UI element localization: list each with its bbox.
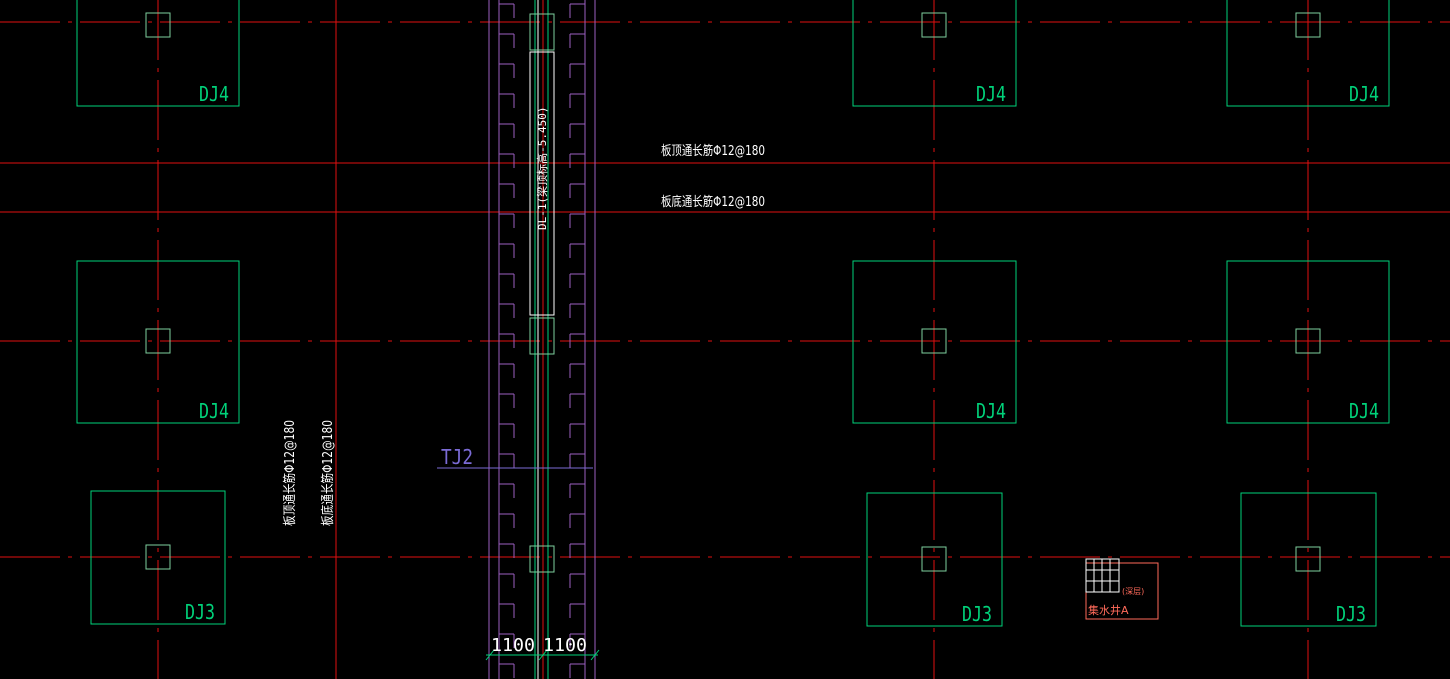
column-outline [1295,328,1321,354]
sump-pit-a[interactable]: (深层) 集水井A [1085,558,1159,620]
column-outline [921,12,947,38]
dimension-group: 1100 1100 [485,635,600,661]
foundation-outline [76,0,240,107]
foundation-outline [852,0,1017,107]
foundation-outline [1226,260,1390,424]
strip-foundation-label: TJ2 [441,445,473,469]
foundation-label: DJ4 [199,82,229,106]
beam-column-mid [529,317,555,355]
strip-rebar-ticks [499,3,585,678]
foundation-label: DJ3 [962,602,992,626]
foundation-outline [866,492,1003,627]
foundation-dj4[interactable]: DJ4 [852,0,1017,107]
dimension-left: 1100 [491,635,535,656]
sump-label: 集水井A [1088,603,1129,617]
beam-column-bottom [529,545,555,573]
rebar-top-vertical-label: 板顶通长筋Φ12@180 [282,420,298,526]
rebar-top-horizontal-label: 板顶通长筋Φ12@180 [661,143,765,159]
rebar-bottom-horizontal-label: 板底通长筋Φ12@180 [661,194,765,210]
rebar-bottom-vertical-label: 板底通长筋Φ12@180 [320,420,336,526]
foundation-outline [90,490,226,625]
beam-label: DL-1(梁顶标高-5.450) [535,107,549,230]
foundation-outline [76,260,240,424]
foundation-label: DJ4 [1349,82,1379,106]
beam-dl1-outline[interactable] [529,51,555,316]
column-outline [1295,546,1321,572]
foundation-dj4[interactable]: DJ4 [1226,0,1390,107]
foundation-label: DJ3 [1336,602,1366,626]
column-outline [921,328,947,354]
foundation-label: DJ3 [185,600,215,624]
foundation-label: DJ4 [976,399,1006,423]
foundation-dj3[interactable]: DJ3 [1240,492,1377,627]
foundation-label: DJ4 [1349,399,1379,423]
strip-foundation-tj2[interactable]: DL-1(梁顶标高-5.450) [488,0,596,679]
column-outline [145,12,171,38]
column-outline [145,544,171,570]
foundation-outline [852,260,1017,424]
column-outline [145,328,171,354]
foundation-label: DJ4 [199,399,229,423]
foundation-dj4[interactable]: DJ4 [76,260,240,424]
column-outline [921,546,947,572]
dimension-right: 1100 [543,635,587,656]
sump-note: (深层) [1122,587,1144,596]
beam-column-top [529,13,555,51]
foundation-dj4[interactable]: DJ4 [76,0,240,107]
foundation-dj4[interactable]: DJ4 [852,260,1017,424]
foundation-outline [1240,492,1377,627]
foundation-dj3[interactable]: DJ3 [90,490,226,625]
foundation-dj4[interactable]: DJ4 [1226,260,1390,424]
foundation-outline [1226,0,1390,107]
foundation-label: DJ4 [976,82,1006,106]
foundation-dj3[interactable]: DJ3 [866,492,1003,627]
strip-foundation-leader: TJ2 [437,445,593,469]
column-outline [1295,12,1321,38]
